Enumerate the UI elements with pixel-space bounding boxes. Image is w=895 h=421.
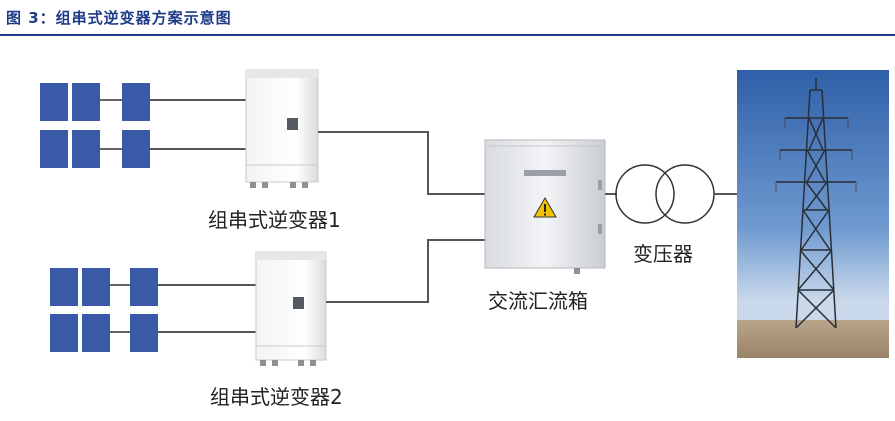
transmission-tower-photo bbox=[737, 70, 889, 358]
solar-panel bbox=[130, 268, 158, 306]
solar-panel bbox=[72, 83, 100, 121]
solar-panel bbox=[130, 314, 158, 352]
ac-wire bbox=[326, 239, 485, 303]
combiner-box-label: 交流汇流箱 bbox=[488, 289, 588, 313]
solar-panel bbox=[50, 268, 78, 306]
inverter-2-label: 组串式逆变器2 bbox=[210, 385, 343, 409]
solar-panel bbox=[50, 314, 78, 352]
transformer-label: 变压器 bbox=[633, 242, 693, 266]
inverter-1 bbox=[245, 69, 319, 188]
combiner-box bbox=[484, 139, 606, 274]
transformer-symbol bbox=[615, 164, 715, 224]
solar-array-2 bbox=[50, 268, 158, 352]
title-rule bbox=[0, 34, 895, 36]
solar-panel bbox=[122, 83, 150, 121]
solar-panel bbox=[40, 83, 68, 121]
ac-wire bbox=[318, 131, 485, 195]
solar-panel bbox=[82, 314, 110, 352]
solar-panel bbox=[122, 130, 150, 168]
inverter-1-label: 组串式逆变器1 bbox=[208, 208, 341, 232]
solar-panel bbox=[40, 130, 68, 168]
solar-array-1 bbox=[40, 83, 150, 168]
inverter-display bbox=[287, 118, 298, 130]
figure-title: 图 3：组串式逆变器方案示意图 bbox=[6, 9, 232, 27]
solar-panel bbox=[82, 268, 110, 306]
transmission-tower bbox=[776, 78, 856, 329]
solar-panel bbox=[72, 130, 100, 168]
inverter-display bbox=[293, 297, 304, 309]
inverter-2 bbox=[255, 251, 327, 366]
